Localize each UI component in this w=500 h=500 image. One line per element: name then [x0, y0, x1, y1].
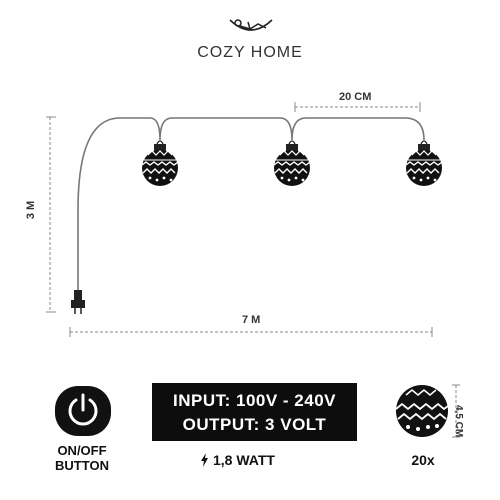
christmas-ornament-icon — [405, 140, 443, 187]
power-button-label: ON/OFF BUTTON — [55, 443, 109, 473]
bulb-count: 20x — [411, 452, 435, 468]
height-dimension — [46, 116, 56, 313]
brand-name: COZY HOME — [197, 44, 303, 61]
wire — [77, 117, 425, 290]
hammock-person-icon — [229, 19, 273, 31]
string-lights-diagram — [46, 102, 443, 337]
height-label: 3 M — [25, 200, 38, 220]
power-icon — [55, 386, 111, 436]
spacing-label: 20 CM — [339, 91, 372, 103]
christmas-ornament-icon — [273, 140, 311, 187]
lightning-icon — [201, 453, 208, 467]
length-label: 7 M — [242, 314, 261, 326]
spacing-dimension — [294, 102, 421, 112]
wattage: 1,8 WATT — [200, 452, 275, 468]
bulb-size-illustration — [395, 384, 460, 438]
length-dimension — [69, 327, 433, 337]
output-voltage: OUTPUT: 3 VOLT — [182, 415, 327, 434]
plug-icon — [71, 290, 85, 314]
voltage-spec-box: INPUT: 100V - 240V OUTPUT: 3 VOLT — [152, 383, 357, 441]
bulb-size-label: 4,5 CM — [453, 405, 464, 438]
christmas-ornament-icon — [141, 140, 179, 187]
input-voltage: INPUT: 100V - 240V — [172, 391, 336, 410]
